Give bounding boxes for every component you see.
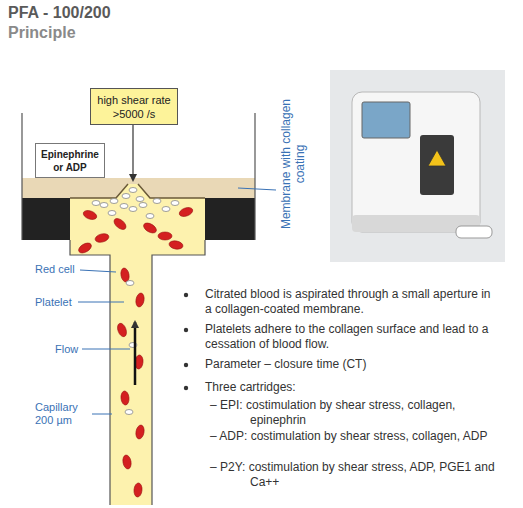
platelet xyxy=(129,207,137,212)
photo-background xyxy=(330,70,505,262)
leader-line xyxy=(80,270,116,272)
title: PFA - 100/200 xyxy=(8,4,111,22)
bullet-text: Three cartridges: xyxy=(205,380,495,395)
shear-box: high shear rate >5000 /s xyxy=(90,88,178,125)
part-label: Red cell xyxy=(35,263,75,276)
platelet xyxy=(171,201,179,206)
leader-line xyxy=(238,188,276,190)
platelet xyxy=(125,410,133,415)
red-cell xyxy=(122,454,132,469)
subtitle: Principle xyxy=(8,24,76,42)
red-cell xyxy=(135,292,145,307)
part-label: Flow xyxy=(55,343,78,356)
device-body xyxy=(352,92,480,232)
barcode-scanner xyxy=(456,226,492,238)
red-cell xyxy=(116,322,128,338)
blood-cells xyxy=(77,188,194,498)
membrane-line xyxy=(70,184,205,198)
cartridge-text: – ADP: costimulation by shear stress, co… xyxy=(210,429,500,444)
red-cell xyxy=(178,206,194,218)
part-label: Platelet xyxy=(35,296,72,309)
bullet-text: Platelets adhere to the collagen surface… xyxy=(205,322,495,352)
platelet xyxy=(108,211,116,216)
warning-sign xyxy=(428,150,446,166)
device-screen xyxy=(362,102,410,138)
red-cell xyxy=(133,483,142,498)
cartridge-block xyxy=(22,198,70,240)
flow-arrow xyxy=(134,322,137,385)
platelet xyxy=(146,214,154,219)
bullet xyxy=(184,328,188,332)
node-text: high shear rate >5000 /s xyxy=(94,93,174,121)
platelet xyxy=(162,207,170,212)
cartridge-text: – P2Y: costimulation by shear stress, AD… xyxy=(210,460,500,490)
leader-line xyxy=(78,302,124,303)
red-cell xyxy=(112,216,128,231)
platelet xyxy=(136,197,144,202)
bullet xyxy=(184,293,188,297)
red-cell xyxy=(168,240,183,250)
cartridge-text: – EPI: costimulation by shear stress, co… xyxy=(210,398,500,428)
platelet xyxy=(100,203,108,208)
shear-pointer xyxy=(132,125,133,180)
bullet-text: Parameter – closure time (CT) xyxy=(205,357,495,372)
platelet xyxy=(92,201,100,206)
node-text: Epinephrine or ADP xyxy=(39,148,101,174)
red-cell xyxy=(120,391,129,406)
device-slot xyxy=(420,135,454,195)
red-cell xyxy=(158,232,172,240)
red-cell xyxy=(82,209,98,221)
sample-chamber xyxy=(70,198,205,255)
cartridge-block xyxy=(205,198,255,240)
part-label: Capillary 200 µm xyxy=(35,401,93,427)
platelet xyxy=(122,194,130,199)
leader-line xyxy=(92,414,112,415)
membrane-label: Membrane with collagen coating xyxy=(279,91,307,237)
capillary xyxy=(110,255,152,505)
red-cell xyxy=(94,232,110,243)
agonist-box: Epinephrine or ADP xyxy=(35,143,105,178)
bullet-text: Citrated blood is aspirated through a sm… xyxy=(205,287,495,317)
platelet xyxy=(120,204,128,209)
platelet xyxy=(129,188,137,193)
red-cell xyxy=(142,221,158,235)
platelet xyxy=(126,281,134,286)
platelet xyxy=(110,199,118,204)
bullet xyxy=(184,386,188,390)
membrane-layer xyxy=(22,178,255,198)
platelet xyxy=(153,199,161,204)
platelet xyxy=(139,203,147,208)
red-cell xyxy=(135,424,145,439)
red-cell xyxy=(77,241,93,255)
bullet xyxy=(184,363,188,367)
leader-line xyxy=(82,349,130,350)
